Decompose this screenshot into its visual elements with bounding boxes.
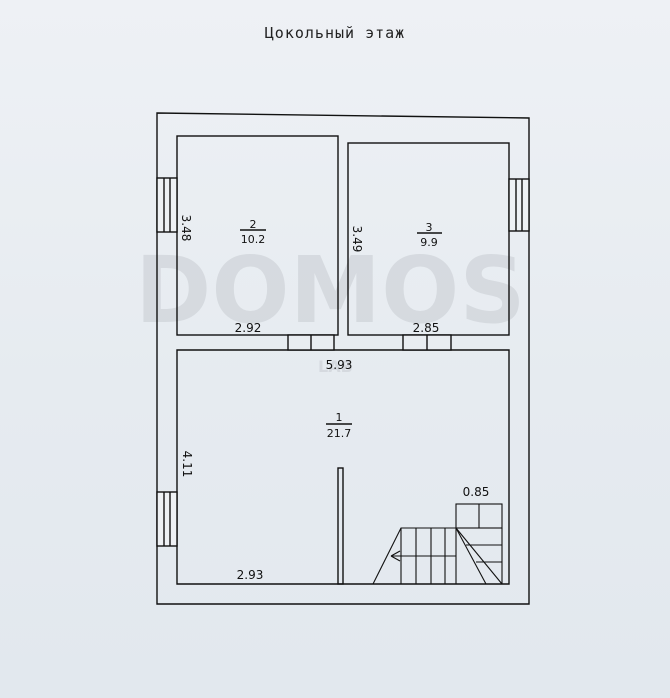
floor-title: Цокольный этаж xyxy=(264,24,406,42)
window-left-top xyxy=(156,177,178,233)
room-3-number: 3 xyxy=(426,221,433,234)
room-1-area: 21.7 xyxy=(327,427,352,440)
dim-stair-width: 0.85 xyxy=(463,485,490,499)
window-right-top xyxy=(508,178,530,232)
outer-wall xyxy=(156,112,530,605)
dim-room-2-width: 2.92 xyxy=(235,321,262,335)
watermark-sub: LAB xyxy=(318,357,353,376)
room-2-outline xyxy=(176,135,339,336)
room-3-area: 9.9 xyxy=(420,236,438,249)
dim-room-2-height: 3.48 xyxy=(179,215,193,242)
staircase xyxy=(372,503,503,585)
room-2-number: 2 xyxy=(250,218,257,231)
window-left-bottom xyxy=(156,491,178,547)
dim-total-width: 5.93 xyxy=(326,358,353,372)
dim-room-1-width: 2.93 xyxy=(237,568,264,582)
dim-room-3-height: 3.49 xyxy=(350,226,364,253)
room-2-area: 10.2 xyxy=(241,233,266,246)
dim-room-3-width: 2.85 xyxy=(413,321,440,335)
watermark-text: DOMOS xyxy=(135,237,526,344)
dim-room-1-height: 4.11 xyxy=(180,451,194,478)
partition-wall xyxy=(337,467,344,585)
room-1-number: 1 xyxy=(336,411,343,424)
